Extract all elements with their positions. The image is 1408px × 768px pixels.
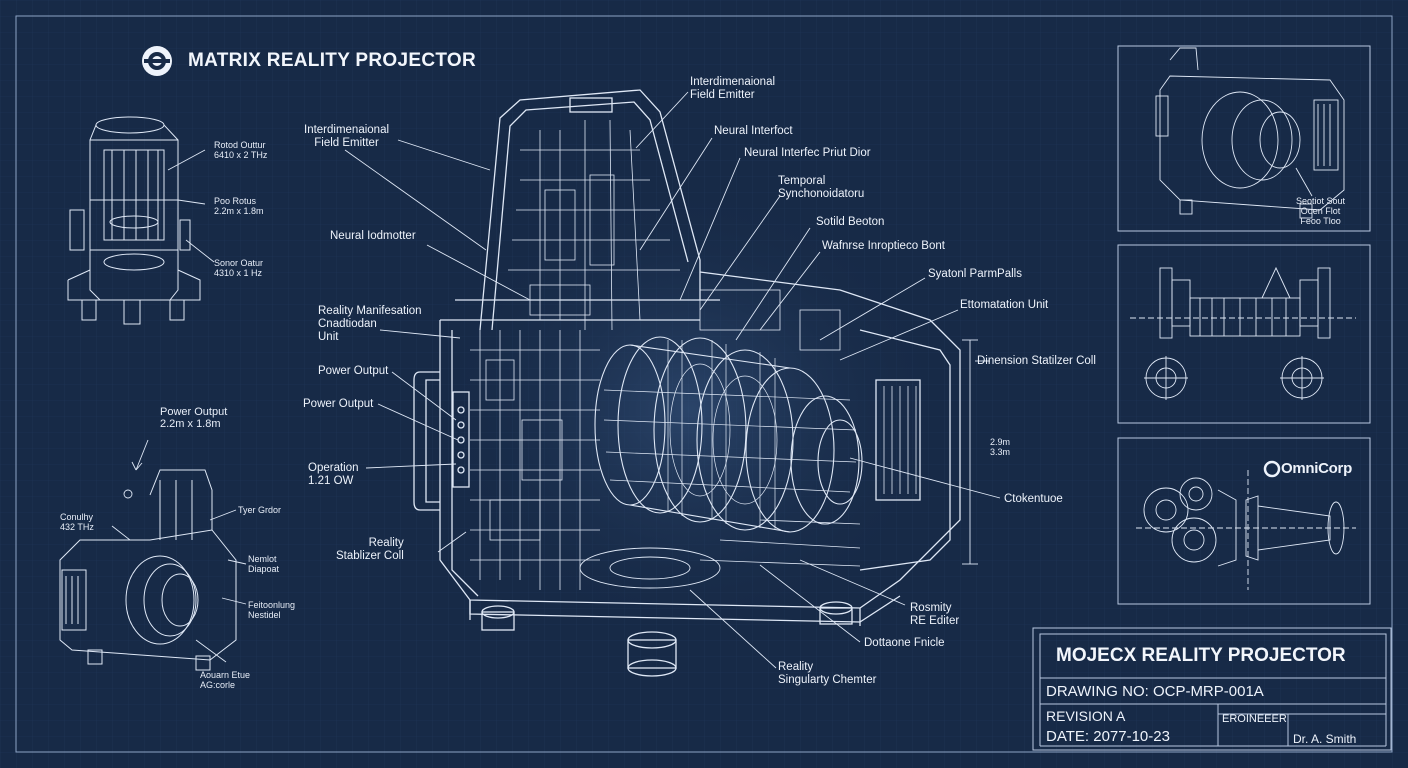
label-dottaone-fnicle: Dottaone Fnicle [864, 637, 945, 649]
title-block-engineer-label: EROINEEER [1222, 713, 1287, 725]
title-block-revision: REVISION A [1046, 708, 1126, 724]
page-title: MATRIX REALITY PROJECTOR [188, 50, 477, 71]
label-wafnrse: Wafnrse Inroptieco Bont [822, 240, 945, 252]
ring-logo-icon [142, 46, 172, 76]
label-power-output-2: Power Output [303, 398, 374, 410]
label-ettomatation-unit: Ettomatation Unit [960, 299, 1049, 311]
label-power-output-1: Power Output [318, 365, 389, 377]
title-block-date: DATE: 2077-10-23 [1046, 728, 1170, 745]
label-neural-interfoct: Neural Interfoct [714, 125, 793, 137]
title-block-name: MOJECX REALITY PROJECTOR [1056, 645, 1346, 666]
detail-panel-2 [1117, 244, 1371, 424]
label-sotild-beoton: Sotild Beoton [816, 216, 885, 228]
label-dimension-stabilizer-coil: Dinension Statilzer Coll [977, 355, 1096, 367]
left-bottom-model [59, 469, 237, 671]
label-neural-interfec-prion: Neural Interfec Priut Dior [744, 147, 871, 159]
detail-panel-1 [1117, 45, 1371, 232]
leader-lines [344, 91, 1001, 669]
label-ctokentuoe: Ctokentuoe [1004, 493, 1063, 505]
detail-panel-3 [1117, 437, 1371, 605]
omnicorp-logo-icon [1263, 460, 1281, 478]
title-block-frame [1032, 627, 1392, 751]
label-neural-iodmotter: Neural Iodmotter [330, 230, 416, 242]
title-block-drawing-no: DRAWING NO: OCP-MRP-001A [1046, 683, 1264, 700]
label-syatonl: Syatonl ParmPalls [928, 268, 1022, 280]
spec-label: Tyer Grdor [238, 505, 282, 515]
title-block-engineer-name: Dr. A. Smith [1293, 732, 1357, 746]
brand-name: OmniCorp [1281, 460, 1352, 477]
